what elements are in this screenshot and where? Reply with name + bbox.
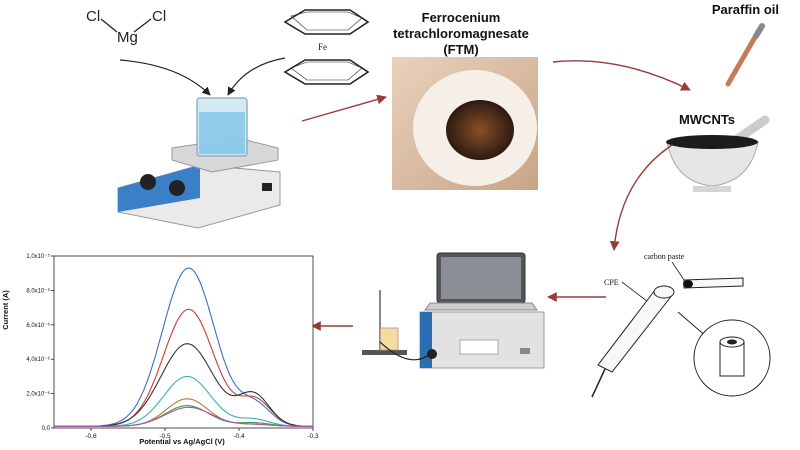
cpe-label: CPE xyxy=(604,278,619,287)
mwcnts-powder xyxy=(666,135,758,149)
carbon-paste-pointer xyxy=(671,261,685,281)
bond-left xyxy=(100,18,118,33)
mgcl2-structure: Cl Mg Cl xyxy=(86,8,166,46)
arrow-ftm-to-mwcnts xyxy=(552,60,691,91)
ferrocene-structure: Fe xyxy=(283,9,370,85)
arrow-beaker-to-ftm xyxy=(301,94,387,122)
cpe-zoom-cylinder xyxy=(719,341,745,377)
cpe-body xyxy=(597,289,674,373)
carbon-paste-label: carbon paste xyxy=(644,252,685,261)
bond-right xyxy=(133,18,152,33)
y-tick-label: 0,0 xyxy=(42,426,51,432)
mortar-pestle xyxy=(666,115,770,192)
ftm-title-line3: (FTM) xyxy=(443,42,478,57)
arrow-mwcnts-to-cpe xyxy=(609,144,673,251)
ftm-powder xyxy=(446,100,514,160)
x-tick-label: -0,3 xyxy=(307,433,319,440)
cpe-pointer xyxy=(621,281,649,303)
chart-plot-area xyxy=(53,255,314,429)
cpe-top xyxy=(653,285,675,299)
y-tick-label: 1,0x10⁻⁵ xyxy=(26,253,50,260)
cpe-electrode: carbon paste CPE xyxy=(591,252,771,398)
mg-label: Mg xyxy=(117,29,138,46)
laptop-screen xyxy=(441,257,521,299)
cpe-wire xyxy=(591,368,606,398)
paraffin-label: Paraffin oil xyxy=(712,2,779,17)
y-tick-label: 6,0x10⁻⁶ xyxy=(26,322,50,329)
pipette-body xyxy=(725,29,761,87)
y-tick-label: 8,0x10⁻⁶ xyxy=(26,287,50,294)
mortar-base xyxy=(693,186,731,192)
hotplate-switch xyxy=(262,183,272,191)
ftm-title-line1: Ferrocenium xyxy=(422,10,501,25)
pipette-bulb xyxy=(753,23,765,39)
chart-series-line-7 xyxy=(54,406,313,427)
electrochemical-workstation xyxy=(362,252,545,369)
hotplate-stirrer xyxy=(117,97,281,229)
chart-y-axis-label: Current (A) xyxy=(1,290,10,330)
fe-label: Fe xyxy=(318,42,327,52)
pipette-icon xyxy=(725,23,765,87)
y-tick-label: 2,0x10⁻⁶ xyxy=(26,391,50,398)
potentiostat-display xyxy=(459,339,499,355)
potentiostat-connector xyxy=(427,349,437,359)
hotplate-knob-right xyxy=(169,180,185,196)
cpe-zoom-paste xyxy=(727,339,737,345)
ftm-photo xyxy=(392,57,538,190)
laptop-keyboard xyxy=(424,302,538,311)
potentiostat-switch xyxy=(520,348,530,354)
electrode-tube xyxy=(683,277,744,289)
cp-ring-bottom-inner xyxy=(290,61,363,81)
potentiostat-side-stripe xyxy=(420,312,432,368)
electrochemical-cell xyxy=(379,327,399,351)
mortar-bowl xyxy=(666,141,759,187)
voltammogram-chart: -0,6 -0,5 -0,4 -0,3 0,0 2,0x10⁻⁶ 4,0x10⁻⁶ 6,0x1… xyxy=(1,253,319,446)
cp-ring-bottom xyxy=(283,59,370,85)
cp-ring-top-inner xyxy=(290,11,363,31)
cell-cable xyxy=(379,341,431,361)
beaker-solution xyxy=(199,112,245,154)
cl-right-label: Cl xyxy=(152,8,166,25)
x-tick-label: -0,6 xyxy=(85,433,97,440)
arrow-mgcl2-to-beaker xyxy=(119,59,211,96)
cl-left-label: Cl xyxy=(86,8,100,25)
x-tick-label: -0,4 xyxy=(233,433,245,440)
y-tick-label: 4,0x10⁻⁶ xyxy=(26,356,50,363)
cell-stand-base xyxy=(362,350,407,355)
carbon-paste-tip xyxy=(683,280,693,288)
hotplate-front-panel xyxy=(118,165,200,212)
ftm-title-line2: tetrachloromagnesate xyxy=(393,26,529,41)
x-tick-label: -0,5 xyxy=(159,433,171,440)
mwcnts-label: MWCNTs xyxy=(679,112,735,127)
cp-ring-top xyxy=(283,9,370,35)
hotplate-knob-left xyxy=(140,174,156,190)
chart-x-axis-label: Potential vs Ag/AgCl (V) xyxy=(139,437,225,446)
arrow-ferrocene-to-beaker xyxy=(227,57,286,96)
